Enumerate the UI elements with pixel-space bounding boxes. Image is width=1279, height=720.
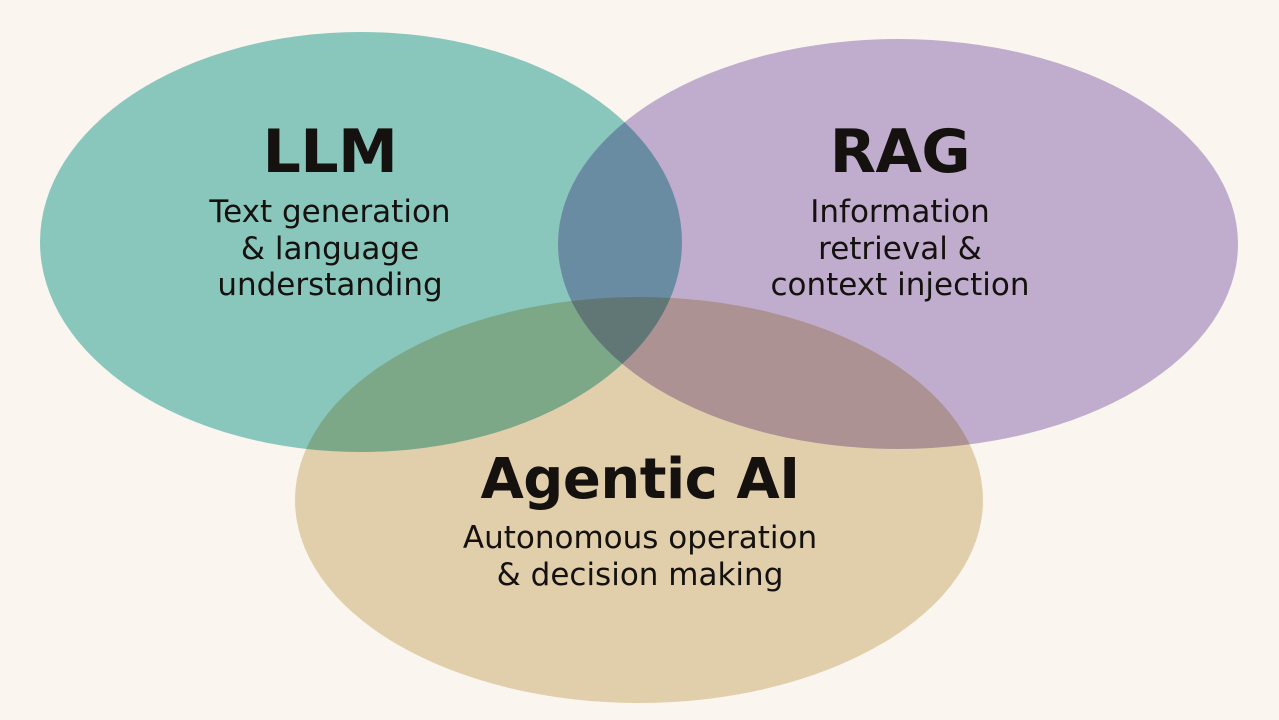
set-description-line: Information <box>810 194 990 230</box>
set-description-line: context injection <box>770 267 1030 304</box>
set-description-line: Text generation <box>209 194 451 230</box>
set-label-group-agentic: Agentic AI Autonomous operation & decisi… <box>350 452 930 593</box>
set-description-line: understanding <box>217 267 443 304</box>
set-title-agentic: Agentic AI <box>480 447 800 512</box>
set-label-group-rag: RAG Information retrieval & context inje… <box>700 122 1100 304</box>
set-description-line: & language <box>240 230 420 267</box>
set-title-rag: RAG <box>829 117 971 187</box>
set-description-agentic: Autonomous operation & decision making <box>350 520 930 593</box>
set-description-rag: Information retrieval & context injectio… <box>700 194 1100 304</box>
set-circle-agentic <box>295 297 983 703</box>
set-label-group-llm: LLM Text generation & language understan… <box>120 122 540 304</box>
set-description-line: retrieval & <box>818 230 982 267</box>
set-title-llm: LLM <box>262 117 398 187</box>
set-description-llm: Text generation & language understanding <box>120 194 540 304</box>
set-description-line: & decision making <box>496 556 784 593</box>
set-description-line: Autonomous operation <box>462 520 818 556</box>
